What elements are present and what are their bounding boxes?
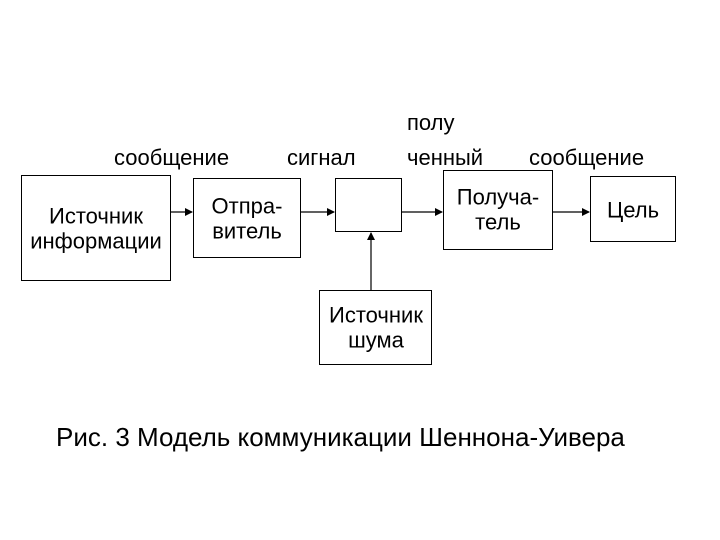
box-information-source-text: Источник информации	[30, 204, 162, 255]
box-channel	[335, 178, 402, 232]
box-sender-line-1: Отпра-	[211, 193, 283, 219]
box-noise-source-text: Источник шума	[329, 303, 423, 354]
box-receiver-text: Получа- тель	[457, 185, 539, 236]
box-noise-source-line-2: шума	[348, 328, 404, 353]
box-information-source-line-1: Источник	[49, 203, 143, 229]
box-sender-line-2: витель	[212, 219, 282, 244]
label-received-top: полу	[407, 110, 455, 135]
box-receiver-line-2: тель	[475, 210, 521, 235]
figure-caption: Рис. 3 Модель коммуникации Шеннона-Уивер…	[56, 422, 625, 452]
label-received-bottom: ченный	[407, 145, 484, 170]
box-information-source-line-2: информации	[30, 229, 162, 254]
box-destination-text: Цель	[607, 197, 659, 222]
label-message-2: сообщение	[529, 145, 645, 170]
box-noise-source-line-1: Источник	[329, 302, 423, 328]
box-destination-line-1: Цель	[606, 197, 660, 223]
box-noise-source	[319, 290, 432, 365]
box-receiver-line-1: Получа-	[456, 184, 540, 210]
label-message-1: сообщение	[114, 145, 230, 170]
box-receiver	[443, 170, 553, 250]
box-information-source	[21, 175, 171, 281]
box-sender-text: Отпра- витель	[212, 194, 283, 245]
box-destination	[590, 176, 676, 242]
label-signal: сигнал	[287, 145, 356, 170]
box-sender	[193, 178, 301, 258]
